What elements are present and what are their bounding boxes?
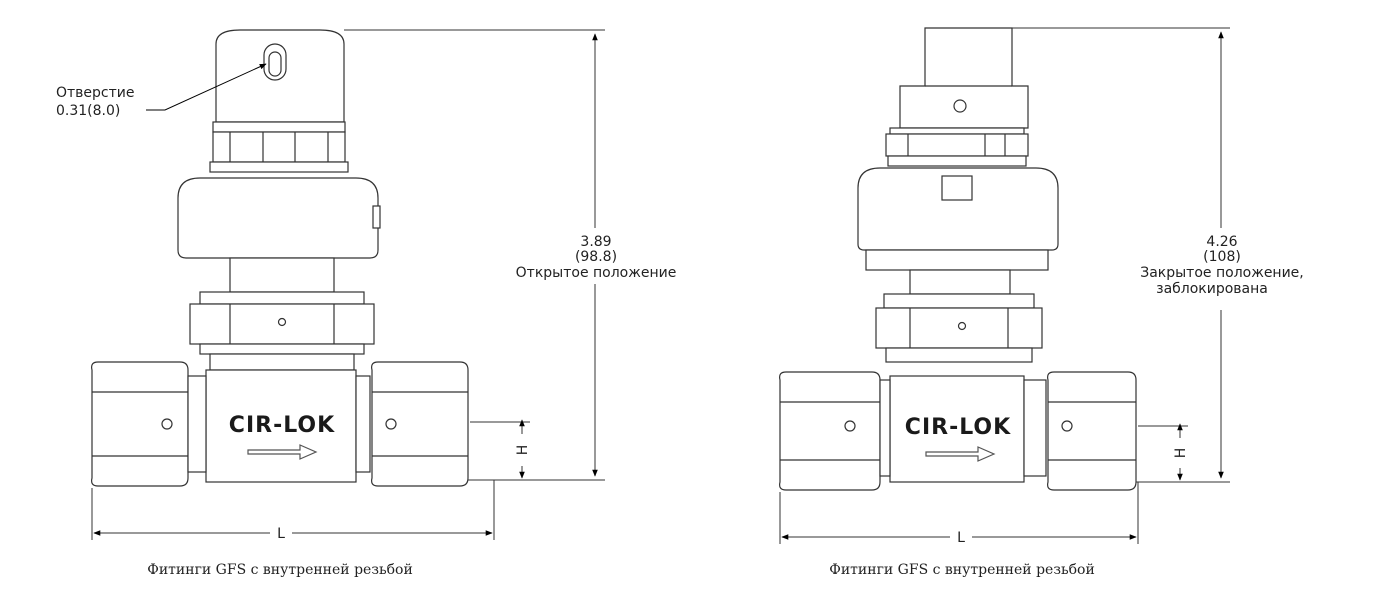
valve-closed-drawing — [779, 27, 1137, 491]
height-label-right-line1: Закрытое положение, — [1140, 265, 1304, 281]
height-metric-left: (98.8) — [575, 249, 617, 265]
valve-open-drawing — [91, 29, 469, 487]
height-label-right-line2: заблокирована — [1156, 281, 1268, 297]
height-dimension-right — [1012, 27, 1230, 483]
caption-left: Фитинги GFS с внутренней резьбой — [147, 562, 413, 578]
height-value-left: 3.89 — [580, 234, 611, 250]
height-label-left: Открытое положение — [516, 265, 677, 281]
height-value-right: 4.26 — [1206, 234, 1237, 250]
h-label-left: H — [515, 445, 531, 456]
l-dimension-left — [91, 480, 495, 540]
height-dimension-left — [344, 29, 605, 481]
l-label-right: L — [957, 530, 965, 546]
h-dimension-left — [470, 419, 530, 479]
height-metric-right: (108) — [1203, 249, 1241, 265]
caption-right: Фитинги GFS с внутренней резьбой — [829, 562, 1095, 578]
brand-logo-left: CIR-LOK — [229, 413, 335, 438]
brand-logo-right: CIR-LOK — [905, 415, 1011, 440]
hole-label-line2: 0.31(8.0) — [56, 103, 120, 119]
h-dimension-right — [1138, 423, 1188, 481]
l-dimension-right — [779, 482, 1139, 544]
l-label-left: L — [277, 526, 285, 542]
h-label-right: H — [1173, 448, 1189, 459]
hole-label-line1: Отверстие — [56, 85, 135, 101]
hole-leader-line — [146, 63, 267, 111]
